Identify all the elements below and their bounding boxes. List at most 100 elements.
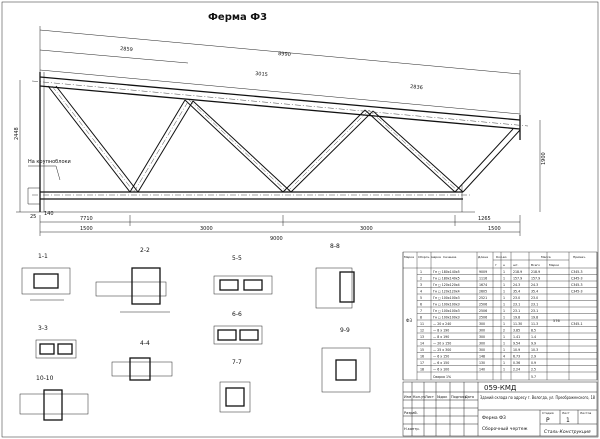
section-title-6-6: 6-6: [232, 311, 242, 318]
table-cell-length: 1674: [479, 283, 487, 287]
table-cell-section: Гн ◻ 180х140х5: [433, 270, 460, 274]
dim-top-a: 2859: [120, 46, 133, 53]
table-cell-qty: 1: [503, 361, 505, 365]
dim-span-mid-label: 7710: [80, 216, 93, 222]
table-cell-note: С345-1: [571, 322, 583, 326]
stamp-stage-label: Стадия: [542, 411, 554, 415]
table-cell-mass-total: 19.8: [531, 316, 538, 320]
table-cell-assembly: 6: [420, 303, 422, 307]
table-cell-length: 2506: [479, 316, 487, 320]
table-cell-length: 300: [479, 335, 485, 339]
table-cell-mass-total: 35.4: [531, 290, 538, 294]
table-cell-qty: 1: [503, 368, 505, 372]
section-title-7-7: 7-7: [232, 359, 242, 366]
table-header-mass: Масса: [541, 255, 551, 259]
table-cell-section: Гн ◻ 100х100х3: [433, 303, 460, 307]
table-cell-length: 2521: [479, 296, 487, 300]
table-cell-mass-unit: 218.9: [513, 270, 522, 274]
table-cell-length: 300: [479, 348, 485, 352]
table-header-length: Длина: [478, 255, 488, 259]
table-cell-assembly: 12: [420, 329, 424, 333]
stamp-code: 059-КМД: [484, 384, 517, 392]
stamp-col-label: №док: [437, 395, 447, 399]
table-cell-assembly: 18: [420, 368, 424, 372]
table-cell-section: — 20 х 240: [433, 322, 451, 326]
dim-height-right: 1900: [541, 152, 547, 165]
table-cell-length: 140: [479, 368, 485, 372]
table-header-qty: Кол-во: [496, 255, 507, 259]
table-cell-qty: 1: [503, 335, 505, 339]
dim-top-b: 8990: [278, 51, 291, 58]
table-cell-mass-total: 1.4: [531, 335, 536, 339]
table-cell-mass-unit: 23.1: [513, 303, 520, 307]
stamp-col-label: Дата: [465, 395, 474, 399]
table-cell-qty: 1: [503, 316, 505, 320]
dim-bottom-a: 1500: [80, 226, 93, 232]
stamp-col-label: Кол.уч: [413, 395, 425, 399]
drawing-title: Ферма Ф3: [208, 12, 267, 23]
table-cell-section: Гн ◻ 100х100х3: [433, 309, 460, 313]
dim-left-25: 25: [30, 214, 36, 220]
table-cell-mass-total: 9.9: [531, 342, 536, 346]
table-cell-mass-unit: 6.73: [513, 355, 520, 359]
table-cell-section: — 6 х 150: [433, 361, 449, 365]
table-cell-mass-unit: 24.3: [513, 283, 520, 287]
table-cell-mass-total: 11.3: [531, 322, 538, 326]
section-title-9-9: 9-9: [340, 327, 350, 334]
table-cell-section: Гн ◻ 100х100х3: [433, 316, 460, 320]
table-cell-section: Гн ◻ 120х120х4: [433, 283, 460, 287]
table-cell-mass-total: 2.9: [531, 355, 536, 359]
table-subheader: Всего: [531, 263, 540, 267]
table-cell-qty: 1: [503, 322, 505, 326]
section-title-4-4: 4-4: [140, 340, 150, 347]
table-cell-qty: 1: [503, 296, 505, 300]
table-cell-mass-unit: 23.1: [513, 309, 520, 313]
table-cell-mass-total: 157.9: [531, 277, 540, 281]
table-cell-section: — 8 х 190: [433, 335, 449, 339]
stamp-sheets-label: Листов: [580, 411, 591, 415]
stamp-sheet: 1: [566, 417, 570, 424]
dim-bottom-c: 3000: [360, 226, 373, 232]
table-cell-mass-unit: 157.9: [513, 277, 522, 281]
table-cell-section: Гн ◻ 100х100х3: [433, 296, 460, 300]
table-cell-note: С345-3: [571, 283, 583, 287]
table-header-note: Примеч.: [573, 255, 586, 259]
table-cell-qty: 1: [503, 348, 505, 352]
table-cell-assembly: 3: [420, 283, 422, 287]
table-cell-length: 1116: [479, 277, 487, 281]
stamp-col-label: Лист: [425, 395, 434, 399]
table-cell-length: 300: [479, 329, 485, 333]
table-mark: Ф3: [406, 318, 412, 323]
section-views: 1-1 2-2 3-3 4-4 5-5 6-6 7-7 8-8: [19, 243, 371, 421]
table-cell-assembly: 15: [420, 348, 424, 352]
chord-annotation: На крупноблоки: [28, 159, 71, 165]
table-cell-qty: 1: [503, 342, 505, 346]
table-cell-note: С345-3: [571, 270, 583, 274]
table-cell-mass-unit: 3.85: [513, 329, 520, 333]
table-cell-assembly: 17: [420, 361, 424, 365]
table-cell-mass-total: 24.3: [531, 283, 538, 287]
table-cell-mass-unit: 35.4: [513, 290, 520, 294]
table-subheader: шт.: [513, 263, 518, 267]
section-title-3-3: 3-3: [38, 325, 48, 332]
table-header-section: Сечение: [443, 255, 456, 259]
dim-bottom-d: 1500: [488, 226, 501, 232]
table-cell-qty: 1: [503, 270, 505, 274]
table-total-mass: 576: [553, 319, 560, 323]
dim-top-c: 3015: [255, 71, 268, 78]
stamp-stage: Р: [546, 417, 550, 424]
table-cell-qty: 1: [503, 277, 505, 281]
table-cell-assembly: 14: [420, 342, 424, 346]
dim-top-d: 2836: [410, 84, 423, 91]
table-cell-section: Гн ◻ 180х140х5: [433, 277, 460, 281]
table-subheader: т: [495, 263, 497, 267]
table-cell-assembly: 5: [420, 296, 422, 300]
section-title-8-8: 8-8: [330, 243, 340, 250]
table-total-value: 5.7: [531, 375, 536, 379]
table-cell-mass-unit: 19.8: [513, 316, 520, 320]
section-title-2-2: 2-2: [140, 247, 150, 254]
table-cell-mass-unit: 9.54: [513, 342, 520, 346]
